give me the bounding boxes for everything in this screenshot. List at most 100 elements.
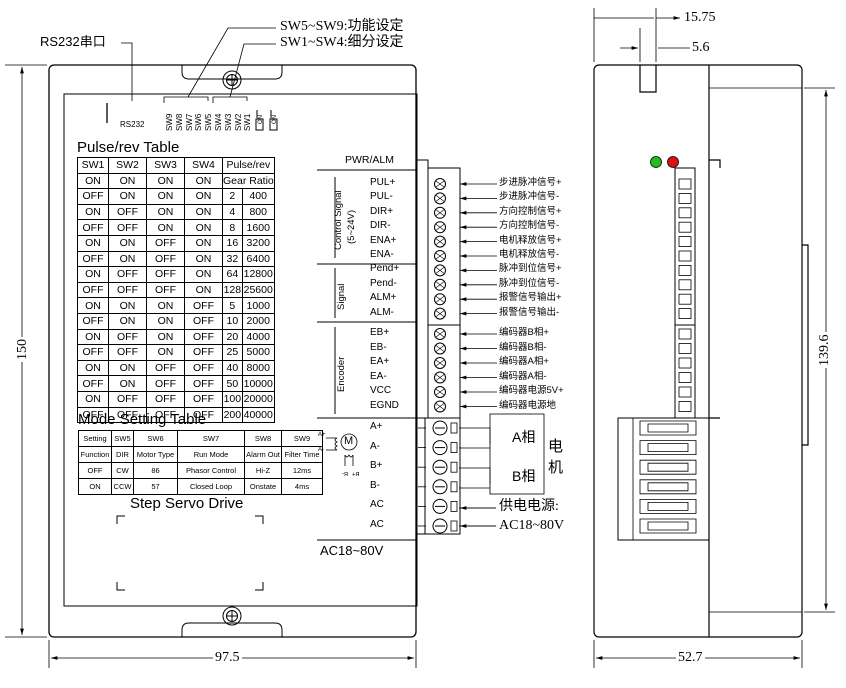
screw-slot xyxy=(435,374,445,381)
terminal-description: 编码器B相+ xyxy=(499,327,549,338)
callout-sw1-sw4: SW1~SW4:细分设定 xyxy=(280,35,404,50)
table-cell: 32 xyxy=(222,250,243,268)
table-header-cell: SW4 xyxy=(184,157,223,174)
screw-slot xyxy=(435,310,445,317)
table-cell: OFF xyxy=(146,375,185,392)
power-pin: A+ xyxy=(370,421,383,432)
table-cell: OFF xyxy=(108,203,147,221)
table-cell: ON xyxy=(146,203,185,221)
side-terminal-slot xyxy=(678,221,692,233)
table-cell: 16 xyxy=(222,234,243,252)
table-cell: Motor Type xyxy=(133,446,178,463)
side-terminal-slot xyxy=(678,250,692,262)
motor-b-minus: B- xyxy=(342,470,348,476)
power-pin: AC xyxy=(370,519,384,530)
table-cell: OFF xyxy=(77,250,109,268)
dynamic-shapes xyxy=(418,156,697,534)
table-cell: 5 xyxy=(222,297,243,314)
terminal-description: 编码器电源5V+ xyxy=(499,385,564,396)
terminal-screw xyxy=(434,386,446,398)
table-cell: ON xyxy=(77,203,109,221)
table-cell: 5000 xyxy=(241,344,275,361)
table-header-cell: Pulse/rev xyxy=(222,157,275,174)
table-cell: 64 xyxy=(222,266,243,283)
power-screw xyxy=(432,479,448,495)
terminal-pin: Pend+ xyxy=(370,263,400,275)
screw-slot xyxy=(435,295,445,303)
table-cell: SW7 xyxy=(177,430,245,447)
table-cell: ON xyxy=(77,390,109,408)
power-pin: B+ xyxy=(370,460,383,472)
table-cell: OFF xyxy=(184,344,223,361)
dim-side-height: 139.6 xyxy=(817,332,832,368)
table-cell: 40000 xyxy=(241,406,275,424)
table-cell: ON xyxy=(184,203,223,221)
terminal-pin: EA- xyxy=(370,370,387,382)
table-cell: OFF xyxy=(78,462,112,479)
side-power-terminal xyxy=(639,420,697,436)
motor-a-plus: A+ xyxy=(318,432,326,438)
table-cell: 128 xyxy=(222,281,243,299)
table-cell: DIR xyxy=(111,446,134,463)
table-cell: ON xyxy=(184,281,223,299)
side-terminal-slot xyxy=(678,192,692,204)
power-supply-label: 供电电源: xyxy=(499,499,559,514)
table-cell: OFF xyxy=(146,234,185,252)
terminal-screw xyxy=(434,307,446,320)
terminal-description: 报警信号输出+ xyxy=(499,292,562,304)
screw-slot xyxy=(435,252,445,260)
terminal-description: 编码器B相- xyxy=(499,341,547,353)
control-signal-label: Control Signal xyxy=(333,190,344,250)
side-power-terminal xyxy=(639,499,697,514)
table-cell: ON xyxy=(184,172,223,190)
terminal-description: 方向控制信号- xyxy=(499,220,560,232)
table-cell: ON xyxy=(77,234,109,252)
table-cell: OFF xyxy=(108,390,147,408)
side-terminal-slot xyxy=(678,279,692,291)
table-cell: ON xyxy=(108,312,147,330)
table-cell: OFF xyxy=(146,406,185,424)
table-cell: 4000 xyxy=(241,328,275,346)
terminal-screw xyxy=(434,371,446,384)
table-cell: 25 xyxy=(222,344,243,361)
table-cell: 40 xyxy=(222,359,243,377)
table-cell: 8000 xyxy=(241,359,275,377)
dim-width: 97.5 xyxy=(213,650,242,665)
side-power-terminal xyxy=(639,459,697,475)
power-screw xyxy=(432,420,448,436)
table-cell: ON xyxy=(184,219,223,236)
terminal-pin: ALM+ xyxy=(370,292,397,304)
terminal-pin: PUL+ xyxy=(370,177,396,188)
table-cell: ON xyxy=(108,375,147,392)
table-cell: ON xyxy=(146,297,185,314)
side-power-terminal xyxy=(639,440,697,455)
table-cell: 800 xyxy=(241,203,275,221)
dip-switch-label: SW9 xyxy=(165,113,174,131)
table-cell: 4ms xyxy=(281,478,323,495)
table-cell: 2 xyxy=(222,188,243,205)
table-cell: 10000 xyxy=(241,375,275,392)
side-power-terminal xyxy=(639,479,697,495)
terminal-description: 编码器A相- xyxy=(499,370,547,382)
power-screw xyxy=(432,498,448,514)
table-header-cell: SW3 xyxy=(146,157,185,174)
table-cell: Onstate xyxy=(244,478,282,495)
table-cell: 25600 xyxy=(241,281,275,299)
side-terminal-slot xyxy=(678,386,692,398)
table-cell: ON xyxy=(108,250,147,268)
power-connector xyxy=(415,417,461,535)
table-cell: CCW xyxy=(111,478,134,495)
terminal-pin: EGND xyxy=(370,399,399,411)
table-cell: ON xyxy=(146,344,185,361)
